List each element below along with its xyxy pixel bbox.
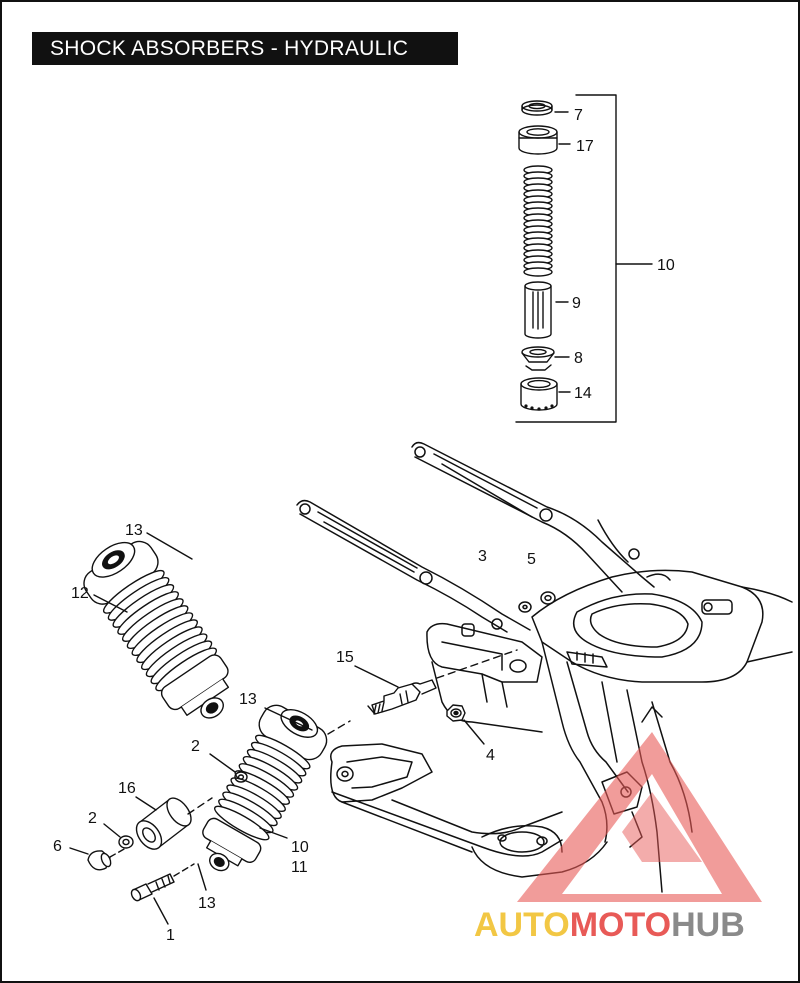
callout-13-mid: 13 (239, 691, 257, 708)
leader-line (69, 847, 89, 855)
callout-4: 4 (486, 747, 495, 764)
callout-1: 1 (166, 927, 175, 944)
leader-line (146, 532, 193, 560)
leader-line (354, 665, 399, 688)
centerline-dash (109, 847, 127, 858)
end-cap-part (87, 850, 112, 871)
shock-absorber-assembly-installed (202, 704, 328, 872)
bushing-part (135, 797, 192, 850)
spring-coil (523, 267, 553, 277)
spring-coil (213, 805, 270, 841)
leader-line (259, 827, 288, 839)
centerline-dash (436, 649, 518, 679)
callout-2-upper: 2 (191, 738, 200, 755)
leader-line (135, 796, 157, 811)
washer-lower-part (118, 835, 134, 849)
callout-10-kit: 10 (657, 257, 675, 274)
coil-spring-part (523, 165, 553, 277)
callout-7: 7 (574, 107, 583, 124)
callout-12: 12 (71, 585, 89, 602)
callout-17: 17 (576, 138, 594, 155)
callout-16: 16 (118, 780, 136, 797)
frame-swingarm (296, 441, 793, 893)
spacer-part (540, 591, 556, 605)
centerline-dash (187, 797, 213, 815)
watermark-text: AUTOMOTOHUB (474, 906, 745, 944)
nut-part (446, 704, 466, 722)
callout-labels: 7 17 10 9 8 14 13 12 3 5 15 4 13 2 16 2 … (53, 107, 675, 944)
spring-cap-part (518, 125, 558, 155)
leader-line (103, 823, 121, 838)
callout-3: 3 (478, 548, 487, 565)
callout-14: 14 (574, 385, 592, 402)
centerline-dash (327, 720, 351, 735)
shock-absorber-assembly-left (83, 540, 230, 719)
callout-8: 8 (574, 350, 583, 367)
leader-line (264, 707, 313, 731)
spring-sleeve-part (524, 281, 552, 339)
callout-13-top: 13 (125, 522, 143, 539)
centerline-dash (173, 863, 195, 877)
callout-2-lower: 2 (88, 810, 97, 827)
leader-line (209, 753, 236, 773)
leader-line (197, 863, 207, 891)
mounting-bolt-part (130, 873, 175, 902)
washer-part (518, 601, 532, 613)
callout-6: 6 (53, 838, 62, 855)
watermark-logo: AUTOMOTOHUB (474, 732, 762, 944)
leader-line (93, 594, 128, 613)
callout-10-low: 10 (291, 839, 309, 856)
callout-9: 9 (572, 295, 581, 312)
adjuster-collar-part (520, 377, 558, 411)
callout-5: 5 (527, 551, 536, 568)
kit-bracket-line (515, 94, 617, 423)
washer-upper-part (234, 771, 248, 783)
callout-15: 15 (336, 649, 354, 666)
shock-stud-part (367, 679, 437, 715)
spring-seat-part (521, 346, 555, 371)
callout-11: 11 (291, 859, 308, 876)
retaining-ring-part (521, 100, 553, 116)
callout-13-low: 13 (198, 895, 216, 912)
spring-kit-assembly (515, 94, 653, 423)
leader-line (463, 719, 485, 745)
page-title: SHOCK ABSORBERS - HYDRAULIC (32, 32, 458, 65)
leader-line (153, 897, 169, 925)
